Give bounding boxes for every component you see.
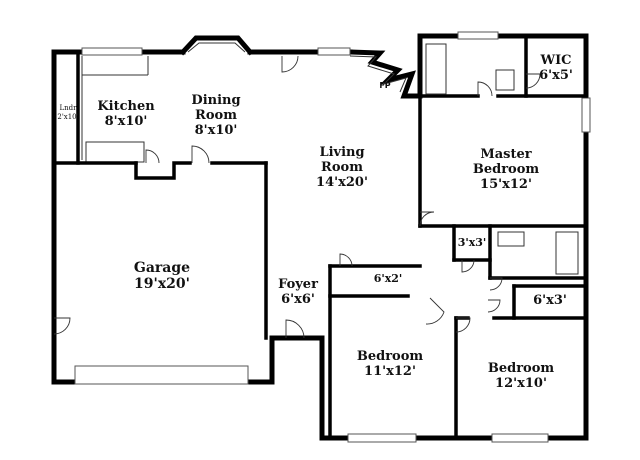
dining-name: Dining [191,93,240,108]
door-swings [53,55,541,339]
living-size: 14'x20' [316,175,368,190]
room-label-wic: WIC 6'x5' [539,53,573,83]
closet-b-size: 3'x3' [458,236,487,249]
kitchen-name: Kitchen [97,99,155,114]
room-label-living: Living Room 14'x20' [316,145,368,190]
laundry-name: Lndr [60,104,78,112]
room-label-foyer: Foyer 6'x6' [278,277,318,307]
wic-name: WIC [539,53,571,68]
master-size: 15'x12' [480,177,532,192]
bedroom-3-size: 12'x10' [495,376,547,391]
master-name: Master [480,147,531,162]
living-name: Living [319,145,364,160]
room-label-dining: Dining Room 8'x10' [191,93,240,138]
foyer-size: 6'x6' [281,292,315,307]
room-label-laundry: Lndr 2'x10' [57,104,78,121]
closet-c-size: 6'x3' [533,293,567,308]
room-label-bedroom-2: Bedroom 11'x12' [357,349,424,379]
garage-size: 19'x20' [134,276,190,292]
laundry-size: 2'x10' [57,113,78,121]
dining-size: 8'x10' [195,123,238,138]
room-label-bedroom-3: Bedroom 12'x10' [488,361,555,391]
room-label-kitchen: Kitchen 8'x10' [97,99,155,129]
closet-a-size: 6'x2' [374,272,403,285]
kitchen-size: 8'x10' [105,114,148,129]
garage-name: Garage [134,260,190,276]
living-name-2: Room [321,160,363,175]
wic-size: 6'x5' [539,68,573,83]
bedroom-2-name: Bedroom [357,349,424,364]
bedroom-3-name: Bedroom [488,361,555,376]
dining-name-2: Room [195,108,237,123]
interior-walls [52,34,588,440]
room-label-master: Master Bedroom 15'x12' [473,147,540,192]
bedroom-2-size: 11'x12' [364,364,416,379]
master-name-2: Bedroom [473,162,540,177]
windows [74,31,591,443]
room-label-garage: Garage 19'x20' [134,260,190,292]
fireplace-label: FP [379,81,390,90]
foyer-name: Foyer [278,277,318,292]
